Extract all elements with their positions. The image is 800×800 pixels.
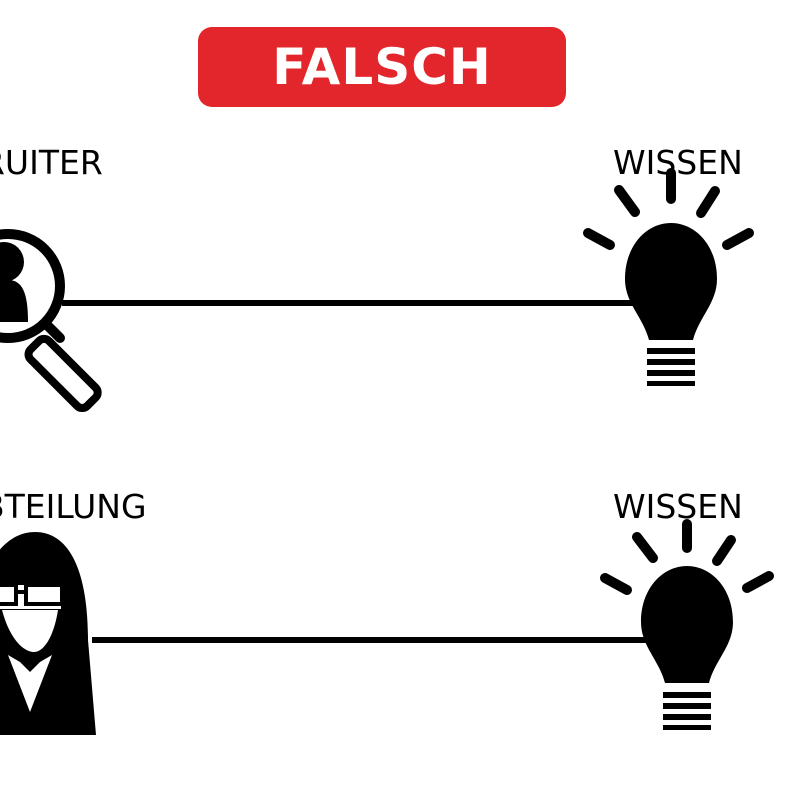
wissen-label-bottom: WISSEN [613, 487, 743, 526]
lightbulb-icon-bottom [600, 519, 774, 730]
recruiter-label: RUITER [0, 143, 103, 182]
wissen-label-top: WISSEN [613, 143, 743, 182]
magnifier-person-icon [0, 229, 102, 413]
abteilung-label: BTEILUNG [0, 487, 147, 526]
lightbulb-icon-top [583, 168, 754, 386]
falsch-banner: FALSCH [198, 27, 566, 107]
woman-with-glasses-icon [0, 532, 96, 735]
